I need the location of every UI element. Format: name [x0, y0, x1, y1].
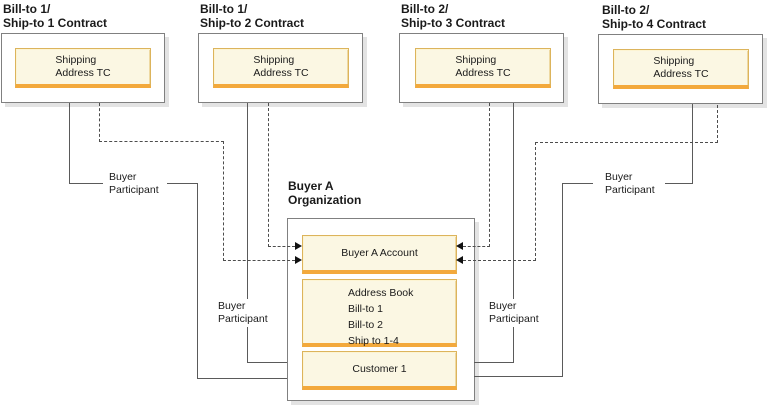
organization-title: Buyer A Organization: [288, 179, 361, 207]
c2-tc-link-segment: [268, 103, 269, 247]
c1-tc-link-segment: [99, 103, 100, 142]
contract4-tc-line1: Shipping: [653, 54, 695, 67]
contract2-title: Bill-to 1/ Ship-to 2 Contract: [200, 2, 304, 30]
buyer-participant-label-3: Buyer Participant: [489, 300, 539, 326]
c3-participant-segment: [513, 327, 514, 363]
c2-tc-link-segment: [268, 246, 295, 247]
contract2-box: Shipping Address TC: [198, 33, 363, 103]
contract2-shipping-address-tc-box: Shipping Address TC: [213, 48, 349, 88]
contract3-box: Shipping Address TC: [399, 33, 564, 103]
address-book-line3: Bill-to 2: [348, 319, 384, 331]
buyer-a-account-box: Buyer A Account: [302, 235, 457, 274]
c3-participant-segment: [474, 362, 514, 363]
bp3-line1: Buyer: [489, 300, 517, 312]
c4-participant-segment: [562, 183, 563, 377]
customer1-label: Customer 1: [352, 362, 407, 375]
contract4-tc-line2: Address TC: [653, 67, 709, 80]
contract4-title-line2: Ship-to 4 Contract: [602, 17, 706, 31]
buyer-participant-label-1: Buyer Participant: [109, 171, 159, 197]
c1-tc-link-segment: [223, 141, 224, 261]
c1-participant-segment: [197, 378, 287, 379]
bp1-line2: Participant: [109, 184, 159, 196]
c1-tc-link-segment: [223, 260, 295, 261]
c4-tc-link-segment: [463, 260, 536, 261]
customer1-box: Customer 1: [302, 351, 457, 390]
contract2-title-line2: Ship-to 2 Contract: [200, 16, 304, 30]
bp4-line1: Buyer: [605, 171, 633, 183]
contract3-tc-line2: Address TC: [455, 66, 511, 79]
contract2-tc-line1: Shipping: [253, 53, 295, 66]
contract1-title: Bill-to 1/ Ship-to 1 Contract: [3, 2, 107, 30]
c3-tc-link-segment: [463, 246, 490, 247]
c4-participant-segment: [474, 376, 563, 377]
c4-participant-segment: [665, 183, 693, 184]
buyer-participant-label-2: Buyer Participant: [218, 300, 268, 326]
address-book-box: Address Book Bill-to 1 Bill-to 2 Ship to…: [302, 279, 457, 347]
contract4-box: Shipping Address TC: [598, 34, 763, 104]
organization-title-line2: Organization: [288, 193, 362, 207]
c1-participant-segment: [167, 183, 198, 184]
contract1-box: Shipping Address TC: [1, 33, 165, 103]
c2-participant-segment: [247, 327, 248, 363]
arrowhead-into-account-right-1: [456, 242, 463, 250]
c4-tc-link-segment: [717, 105, 718, 143]
buyer-a-account-label: Buyer A Account: [341, 246, 418, 259]
contract4-shipping-address-tc-box: Shipping Address TC: [613, 49, 749, 89]
contract1-shipping-address-tc-box: Shipping Address TC: [15, 48, 151, 88]
bp4-line2: Participant: [605, 184, 655, 196]
c4-tc-link-segment: [535, 142, 718, 143]
contract1-tc-line1: Shipping: [55, 53, 97, 66]
c3-participant-segment: [513, 103, 514, 299]
bp2-line1: Buyer: [218, 300, 246, 312]
contract3-shipping-address-tc-box: Shipping Address TC: [415, 48, 551, 88]
contract2-tc-line2: Address TC: [253, 66, 309, 79]
arrowhead-into-account-left-1: [295, 242, 302, 250]
organization-box: Buyer A Account Address Book Bill-to 1 B…: [287, 218, 475, 401]
contract3-title-line1: Bill-to 2/: [401, 2, 449, 16]
contract1-tc-line2: Address TC: [55, 66, 111, 79]
bp1-line1: Buyer: [109, 171, 137, 183]
contract4-title-line1: Bill-to 2/: [602, 3, 650, 17]
contract1-title-line1: Bill-to 1/: [3, 2, 51, 16]
organization-title-line1: Buyer A: [288, 179, 334, 193]
contract2-title-line1: Bill-to 1/: [200, 2, 248, 16]
address-book-line2: Bill-to 1: [348, 303, 384, 315]
contract3-title: Bill-to 2/ Ship-to 3 Contract: [401, 2, 505, 30]
c4-participant-segment: [692, 104, 693, 184]
c3-tc-link-segment: [489, 103, 490, 247]
address-book-line1: Address Book: [348, 287, 414, 299]
contract1-title-line2: Ship-to 1 Contract: [3, 16, 107, 30]
contract4-title: Bill-to 2/ Ship-to 4 Contract: [602, 3, 706, 31]
c4-tc-link-segment: [535, 142, 536, 261]
c1-tc-link-segment: [99, 141, 224, 142]
contract3-tc-line1: Shipping: [455, 53, 497, 66]
c1-participant-segment: [197, 183, 198, 379]
c4-participant-segment: [562, 183, 593, 184]
bp2-line2: Participant: [218, 313, 268, 325]
arrowhead-into-account-right-2: [456, 256, 463, 264]
arrowhead-into-account-left-2: [295, 256, 302, 264]
c1-participant-segment: [69, 103, 70, 184]
contract3-title-line2: Ship-to 3 Contract: [401, 16, 505, 30]
c2-participant-segment: [247, 103, 248, 299]
bp3-line2: Participant: [489, 313, 539, 325]
c1-participant-segment: [69, 183, 103, 184]
address-book-line4: Ship to 1-4: [348, 335, 399, 347]
buyer-participant-label-4: Buyer Participant: [605, 171, 655, 197]
c2-participant-segment: [247, 362, 287, 363]
